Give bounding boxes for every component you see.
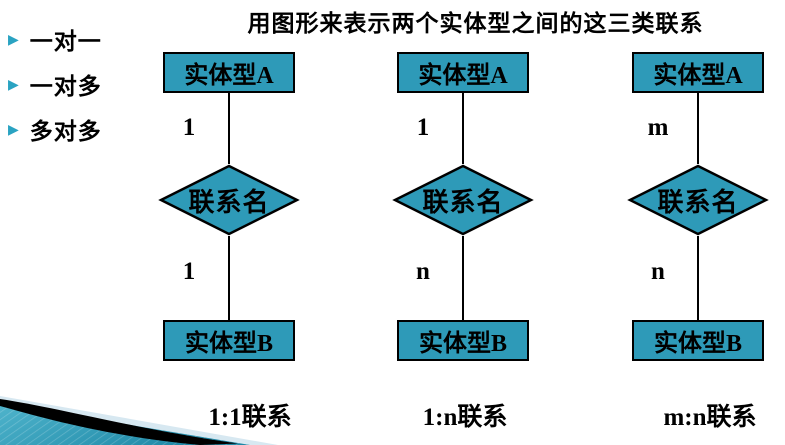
bullet-label: 一对多 [29,73,102,99]
relationship-label: 联系名 [422,187,504,217]
relationship-diamond: 联系名 [392,164,534,236]
connector-line [697,93,699,164]
bullet-item-one-to-many: ▶ 一对多 [8,69,102,99]
entity-b-box: 实体型B [163,320,295,361]
connector-line [228,93,230,164]
entity-a-box: 实体型A [397,52,529,93]
bullet-label: 多对多 [29,118,102,144]
relationship-label: 联系名 [657,187,739,217]
slide-title: 用图形来表示两个实体型之间的这三类联系 [247,11,704,36]
triangle-bullet-icon: ▶ [8,76,20,92]
triangle-bullet-icon: ▶ [8,121,20,137]
diagram-caption: m:n联系 [663,404,757,431]
bullet-label: 一对一 [29,28,102,54]
diamond-shape-icon [158,164,300,236]
relationship-diamond: 联系名 [158,164,300,236]
bullet-item-one-to-one: ▶ 一对一 [8,24,102,54]
entity-b-box: 实体型B [632,320,764,361]
cardinality-label-bottom: n [416,258,430,285]
triangle-bullet-icon: ▶ [8,31,20,47]
connector-line [697,236,699,320]
diamond-shape-icon [627,164,769,236]
bullet-list: ▶ 一对一 ▶ 一对多 ▶ 多对多 [8,24,102,159]
bullet-item-many-to-many: ▶ 多对多 [8,114,102,144]
entity-a-box: 实体型A [632,52,764,93]
cardinality-label-bottom: n [651,258,665,285]
entity-b-box: 实体型B [397,320,529,361]
diagram-caption: 1:n联系 [422,404,508,431]
connector-line [228,236,230,320]
diagram-caption: 1:1联系 [208,404,292,431]
corner-swoosh-decoration [0,396,278,445]
cardinality-label-top: m [647,114,669,141]
cardinality-label-top: 1 [416,114,430,141]
cardinality-label-bottom: 1 [182,258,196,285]
cardinality-label-top: 1 [182,114,196,141]
relationship-diamond: 联系名 [627,164,769,236]
entity-a-box: 实体型A [163,52,295,93]
connector-line [462,236,464,320]
relationship-label: 联系名 [188,187,270,217]
connector-line [462,93,464,164]
diamond-shape-icon [392,164,534,236]
